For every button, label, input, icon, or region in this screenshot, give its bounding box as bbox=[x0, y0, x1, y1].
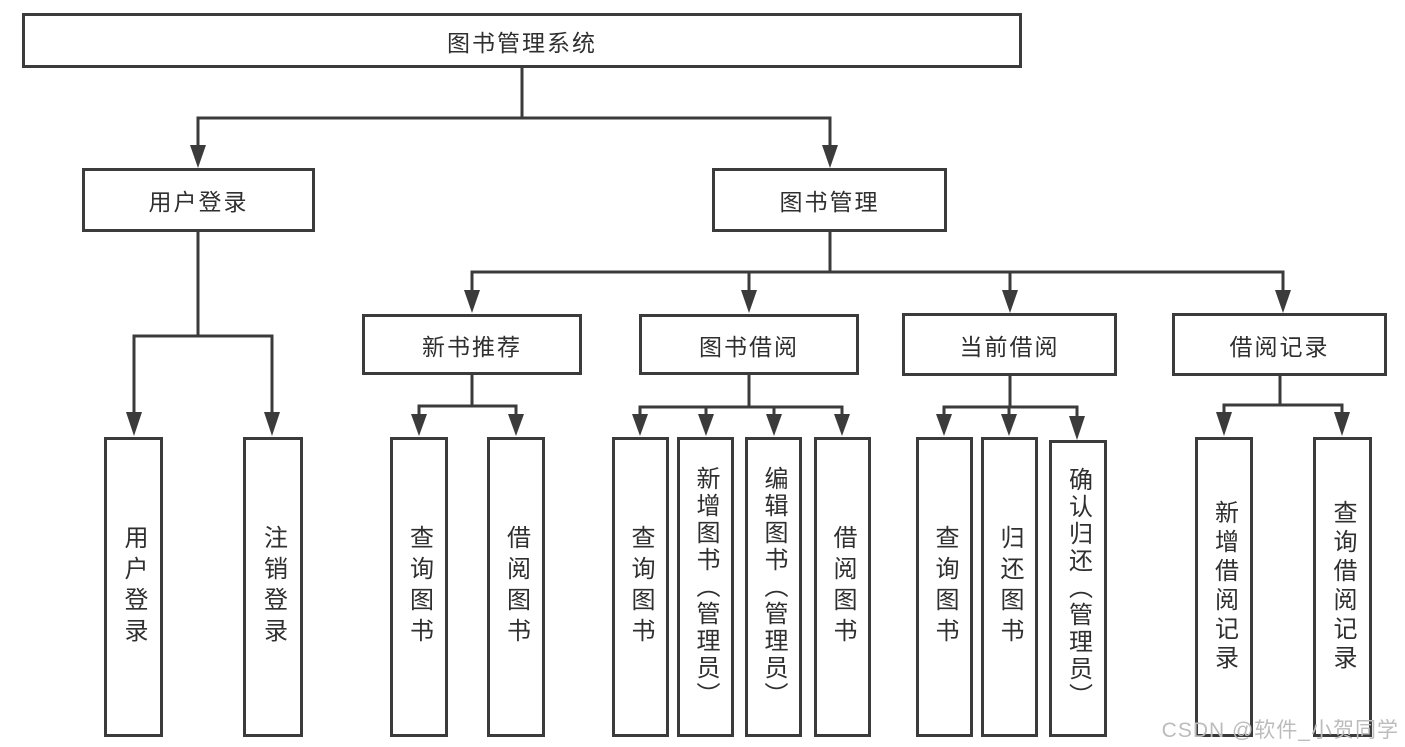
leaf-confirm-return-admin: 确认归还（管理员） bbox=[1049, 440, 1107, 737]
node-book-management: 图书管理 bbox=[712, 168, 947, 232]
node-root: 图书管理系统 bbox=[22, 13, 1022, 68]
node-user-login: 用户登录 bbox=[82, 168, 315, 232]
leaf-label: 用户登录 bbox=[120, 525, 147, 649]
leaf-label: 借阅图书 bbox=[502, 525, 530, 649]
leaf-add-books-admin: 新增图书（管理员） bbox=[677, 437, 734, 737]
leaf-label: 归还图书 bbox=[996, 525, 1023, 649]
leaf-label: 查询图书 bbox=[627, 525, 654, 649]
leaf-label: 借阅图书 bbox=[829, 525, 856, 649]
leaf-label: 编辑图书（管理员） bbox=[760, 465, 787, 709]
leaf-label: 确认归还（管理员） bbox=[1064, 467, 1092, 710]
leaf-edit-books-admin: 编辑图书（管理员） bbox=[745, 437, 802, 737]
node-borrow-records: 借阅记录 bbox=[1172, 313, 1387, 376]
node-new-book-recommend: 新书推荐 bbox=[362, 314, 582, 375]
leaf-query-books-1: 查询图书 bbox=[390, 437, 448, 737]
leaf-label: 新增图书（管理员） bbox=[692, 465, 719, 709]
leaf-borrow-books-1: 借阅图书 bbox=[487, 437, 545, 737]
leaf-label: 注销登录 bbox=[259, 525, 287, 649]
leaf-borrow-books-2: 借阅图书 bbox=[814, 437, 871, 737]
leaf-query-books-3: 查询图书 bbox=[916, 437, 973, 737]
leaf-query-books-2: 查询图书 bbox=[612, 437, 669, 737]
leaf-user-login: 用户登录 bbox=[104, 437, 163, 737]
leaf-return-books: 归还图书 bbox=[981, 437, 1038, 737]
leaf-add-borrow-record: 新增借阅记录 bbox=[1195, 437, 1253, 737]
leaf-logout: 注销登录 bbox=[243, 437, 303, 737]
node-book-borrow: 图书借阅 bbox=[639, 314, 859, 375]
leaf-label: 查询借阅记录 bbox=[1329, 500, 1356, 674]
csdn-watermark: CSDN @软件_小贺同学 bbox=[1161, 719, 1399, 742]
leaf-label: 查询图书 bbox=[405, 525, 433, 649]
node-current-borrow: 当前借阅 bbox=[902, 313, 1117, 376]
leaf-query-borrow-record: 查询借阅记录 bbox=[1313, 437, 1372, 737]
leaf-label: 新增借阅记录 bbox=[1210, 500, 1238, 674]
leaf-label: 查询图书 bbox=[931, 525, 958, 649]
